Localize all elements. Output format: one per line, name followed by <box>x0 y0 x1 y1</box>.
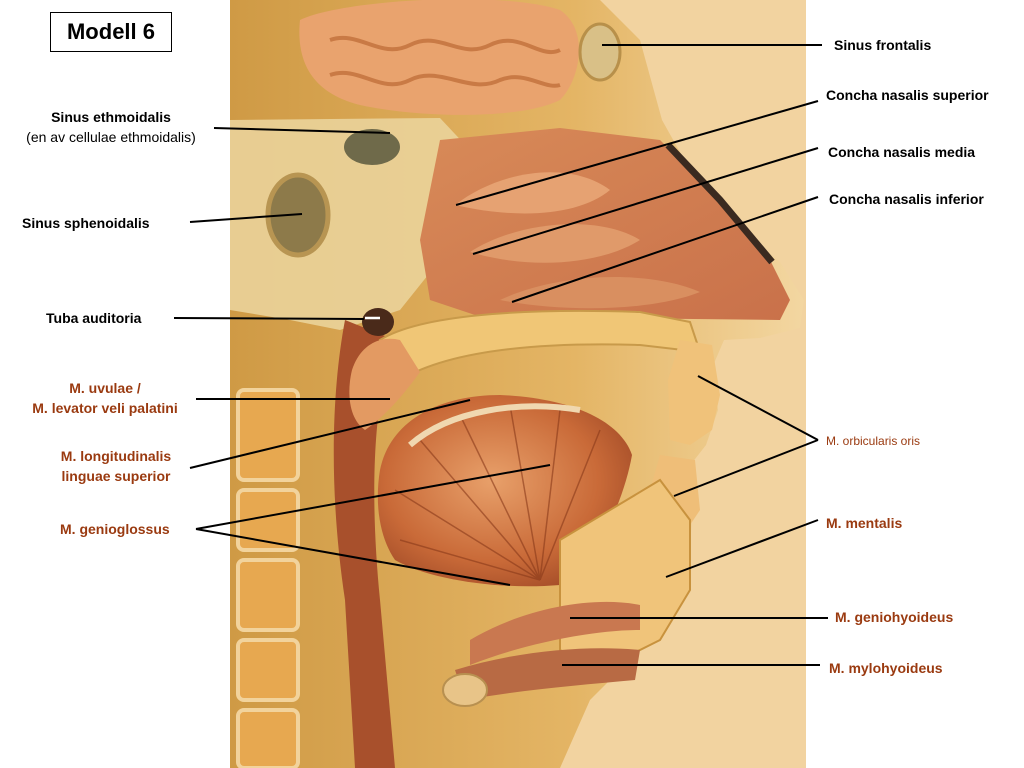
line-genioglossus-2 <box>195 528 511 586</box>
label-m-longitudinalis: M. longitudinalis linguae superior <box>36 446 196 486</box>
ethmoid-sinus <box>344 129 400 165</box>
line-mentalis <box>665 519 819 578</box>
line-m-longitudinalis <box>189 399 471 469</box>
label-sinus-frontalis: Sinus frontalis <box>834 37 932 53</box>
label-m-longitudinalis-line1: M. longitudinalis <box>60 448 172 464</box>
face-profile <box>560 0 806 768</box>
brain <box>299 0 579 115</box>
upper-lip <box>668 340 720 445</box>
line-sinus-ethmoidalis <box>213 127 391 134</box>
label-m-uvulae-line2: M. levator veli palatini <box>32 400 178 416</box>
line-concha-inferior <box>511 196 819 303</box>
label-m-orbicularis: M. orbicularis oris <box>826 434 921 448</box>
label-sinus-ethmoidalis: Sinus ethmoidalis (en av cellulae ethmoi… <box>8 107 214 147</box>
pharynx <box>333 320 395 768</box>
label-m-mentalis: M. mentalis <box>826 515 903 531</box>
hard-palate <box>378 309 702 382</box>
pointer-lines <box>173 44 828 666</box>
line-orbicularis-1 <box>697 375 819 441</box>
line-concha-media <box>472 147 819 255</box>
label-concha-inferior: Concha nasalis inferior <box>829 191 984 207</box>
vertebral-column <box>236 388 300 768</box>
label-m-uvulae-line1: M. uvulae / <box>69 380 141 396</box>
label-m-longitudinalis-line2: linguae superior <box>61 468 171 484</box>
label-m-uvulae: M. uvulae / M. levator veli palatini <box>10 378 200 418</box>
label-sinus-ethmoidalis-main: Sinus ethmoidalis <box>51 109 171 125</box>
line-genioglossus-1 <box>195 464 551 530</box>
line-orbicularis-2 <box>673 439 819 497</box>
label-m-mylohyoideus: M. mylohyoideus <box>829 660 943 676</box>
label-sinus-sphenoidalis: Sinus sphenoidalis <box>22 215 150 231</box>
label-concha-media: Concha nasalis media <box>828 144 976 160</box>
nasal-cavity <box>420 128 790 320</box>
label-m-genioglossus: M. genioglossus <box>60 521 170 537</box>
label-tuba-auditoria: Tuba auditoria <box>46 310 142 326</box>
line-sinus-sphenoidalis <box>189 213 303 223</box>
soft-palate <box>349 338 420 430</box>
line-concha-superior <box>455 100 819 206</box>
label-concha-superior: Concha nasalis superior <box>826 87 989 103</box>
mylohyoid <box>455 648 640 700</box>
label-sinus-ethmoidalis-sub: (en av cellulae ethmoidalis) <box>26 129 196 145</box>
label-m-geniohyoideus: M. geniohyoideus <box>835 609 954 625</box>
slide-title: Modell 6 <box>50 12 172 52</box>
frontal-sinus <box>578 22 622 82</box>
line-tuba-auditoria <box>173 317 365 320</box>
